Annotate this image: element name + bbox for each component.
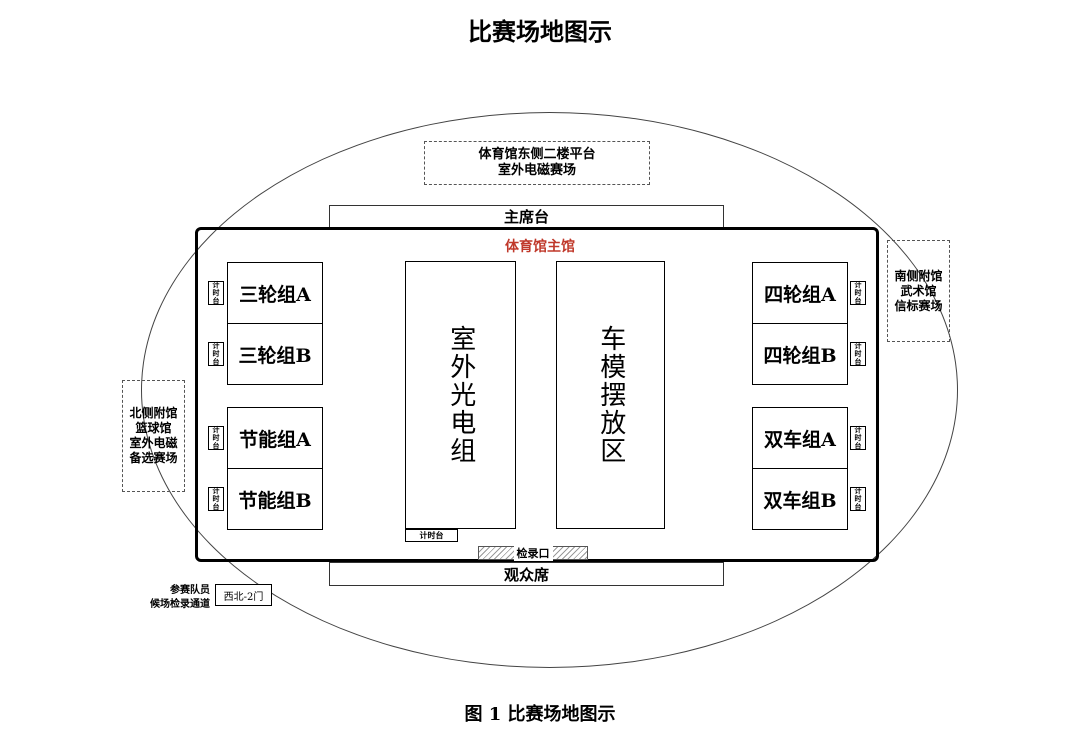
top-venue-box: 体育馆东侧二楼平台 室外电磁赛场 bbox=[424, 141, 650, 185]
group-energy-saving-b: 节能组B bbox=[227, 468, 323, 530]
group-four-wheel-b: 四轮组B bbox=[752, 323, 848, 385]
left-venue-line1: 北侧附馆 bbox=[129, 406, 178, 420]
left-venue-line3: 室外电磁 bbox=[129, 436, 178, 450]
left-venue-line4: 备选赛场 bbox=[129, 451, 178, 465]
check-in-gate: 检录口 bbox=[478, 545, 588, 561]
timer-stand: 计时台 bbox=[850, 426, 866, 450]
top-venue-line2: 室外电磁赛场 bbox=[497, 163, 576, 178]
timer-stand: 计时台 bbox=[208, 342, 224, 366]
top-venue-line1: 体育馆东侧二楼平台 bbox=[478, 146, 596, 162]
group-energy-saving-a: 节能组A bbox=[227, 407, 323, 469]
audience-stand: 观众席 bbox=[329, 562, 724, 586]
figure-caption: 图 1 比赛场地图示 bbox=[464, 704, 616, 725]
waiting-line2: 候场检录通道 bbox=[150, 598, 210, 610]
group-dual-car-b: 双车组B bbox=[752, 468, 848, 530]
gate-northwest-2: 西北-2门 bbox=[215, 584, 272, 606]
timer-stand: 计时台 bbox=[850, 281, 866, 305]
timer-stand: 计时台 bbox=[850, 487, 866, 511]
page-title: 比赛场地图示 bbox=[468, 17, 612, 46]
main-stand: 主席台 bbox=[329, 205, 724, 228]
timer-stand-optical: 计时台 bbox=[405, 529, 458, 542]
right-venue-line3: 信标赛场 bbox=[894, 298, 943, 313]
waiting-channel-label: 参赛队员 候场检录通道 bbox=[120, 584, 210, 611]
timer-stand: 计时台 bbox=[208, 426, 224, 450]
check-in-label: 检录口 bbox=[513, 545, 553, 561]
hall-label: 体育馆主馆 bbox=[505, 239, 575, 255]
group-three-wheel-a: 三轮组A bbox=[227, 262, 323, 324]
venue-oval-outline bbox=[141, 112, 958, 668]
zone-model-parking: 车模摆放区 bbox=[556, 261, 665, 529]
zone-outdoor-optical-label: 室外光电组 bbox=[445, 325, 476, 465]
group-dual-car-a: 双车组A bbox=[752, 407, 848, 469]
left-venue-line2: 篮球馆 bbox=[135, 421, 172, 435]
timer-stand: 计时台 bbox=[208, 487, 224, 511]
right-venue-line1: 南侧附馆 bbox=[894, 268, 943, 283]
waiting-line1: 参赛队员 bbox=[170, 585, 210, 596]
zone-model-parking-label: 车模摆放区 bbox=[595, 325, 626, 465]
timer-stand: 计时台 bbox=[850, 342, 866, 366]
group-three-wheel-b: 三轮组B bbox=[227, 323, 323, 385]
left-venue-box: 北侧附馆 篮球馆 室外电磁 备选赛场 bbox=[122, 380, 185, 492]
right-venue-line2: 武术馆 bbox=[900, 283, 937, 298]
group-four-wheel-a: 四轮组A bbox=[752, 262, 848, 324]
zone-outdoor-optical: 室外光电组 bbox=[405, 261, 516, 529]
timer-stand: 计时台 bbox=[208, 281, 224, 305]
right-venue-box: 南侧附馆 武术馆 信标赛场 bbox=[887, 240, 950, 342]
